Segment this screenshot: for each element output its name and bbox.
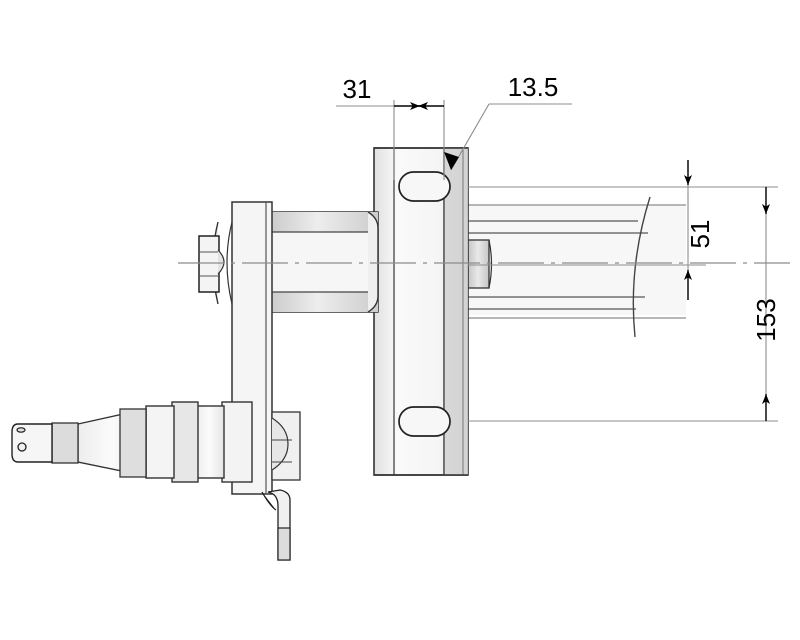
dim-153-label: 153 [751, 298, 781, 341]
dim-13-5: 13.5 [444, 72, 572, 171]
break-line [632, 196, 651, 338]
dim-51-label: 51 [685, 220, 715, 249]
mounting-flange-plate [373, 147, 469, 476]
right-shaft-extension [466, 196, 686, 338]
hex-nut [198, 221, 233, 305]
dim-31-label: 31 [343, 74, 372, 104]
flange-slot-bottom [398, 406, 451, 437]
dim-13-5-label: 13.5 [508, 72, 559, 102]
flange-slot-top [398, 171, 451, 202]
connector-tip [11, 423, 53, 463]
dim-31: 31 [336, 74, 445, 180]
cable-boot [11, 401, 253, 483]
main-shaft-body [267, 211, 379, 313]
pivot-lever [261, 411, 301, 561]
dim-153: 153 [468, 186, 781, 422]
